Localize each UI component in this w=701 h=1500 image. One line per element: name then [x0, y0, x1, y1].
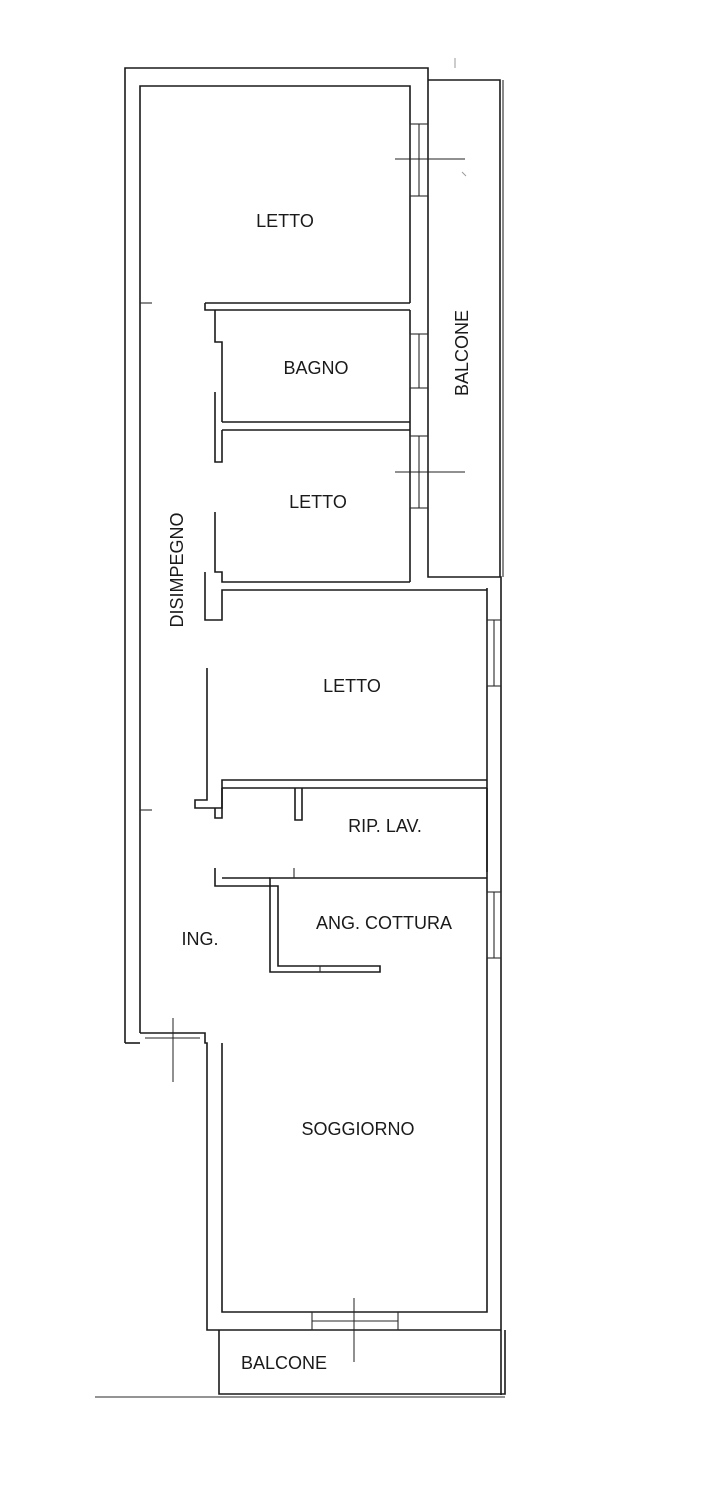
- room-label-letto-3: LETTO: [323, 676, 381, 696]
- room-labels: LETTO BAGNO LETTO LETTO RIP. LAV. ANG. C…: [167, 211, 472, 1373]
- room-label-letto-1: LETTO: [256, 211, 314, 231]
- outer-walls: [124, 67, 502, 1395]
- windows: [311, 123, 502, 1331]
- section-markers: [145, 158, 467, 1362]
- side-balcony: [428, 58, 504, 577]
- room-label-letto-2: LETTO: [289, 492, 347, 512]
- room-label-bagno: BAGNO: [283, 358, 348, 378]
- room-label-soggiorno: SOGGIORNO: [301, 1119, 414, 1139]
- room-label-balcone-side: BALCONE: [452, 310, 472, 396]
- room-label-ang-cottura: ANG. COTTURA: [316, 913, 452, 933]
- room-label-balcone-bottom: BALCONE: [241, 1353, 327, 1373]
- room-label-rip-lav: RIP. LAV.: [348, 816, 422, 836]
- room-label-disimpegno: DISIMPEGNO: [167, 512, 187, 627]
- room-label-ingresso: ING.: [181, 929, 218, 949]
- interior-walls: [194, 302, 488, 973]
- bottom-balcony: [95, 1330, 506, 1398]
